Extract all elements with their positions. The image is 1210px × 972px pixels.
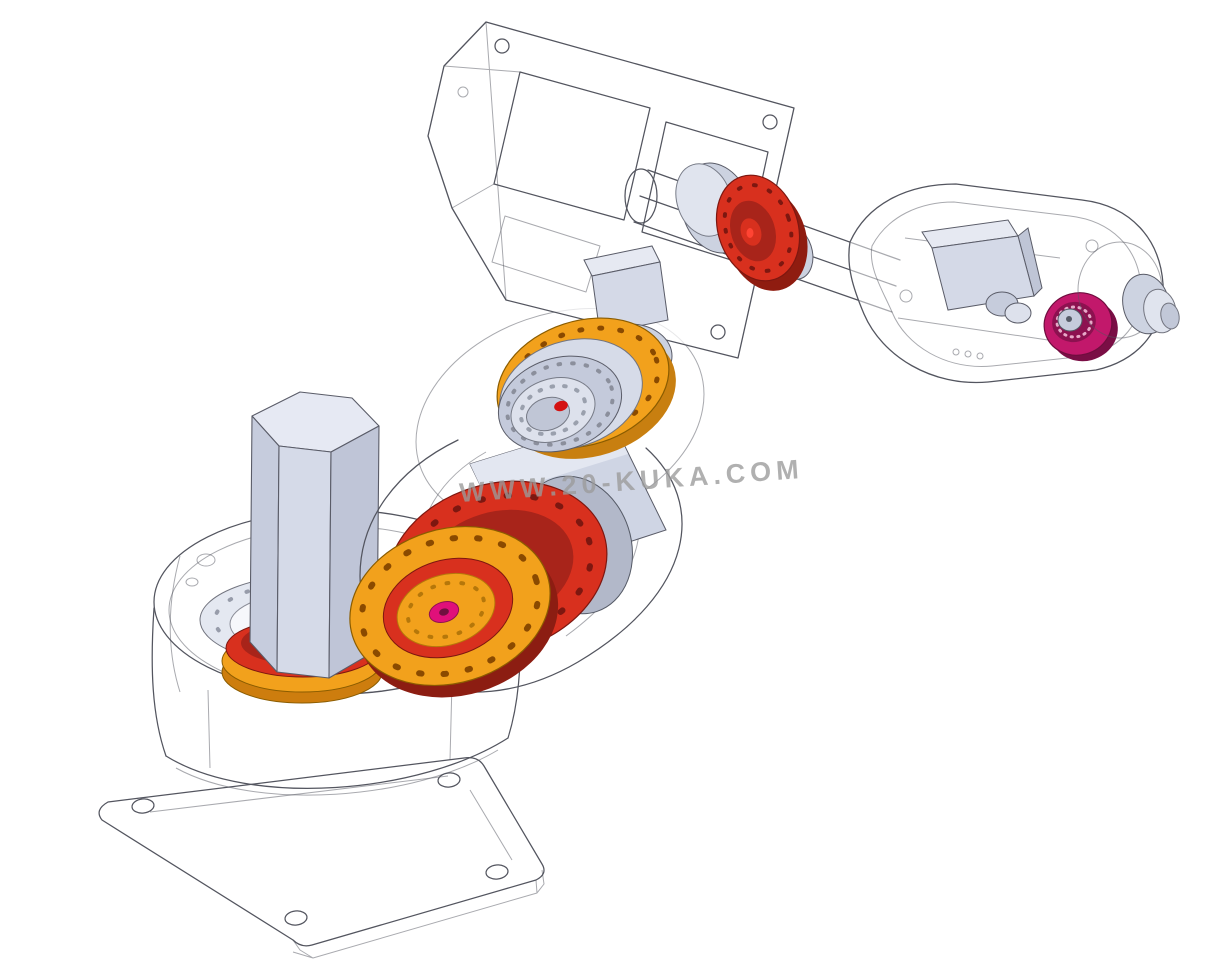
bolt-circle <box>505 361 615 447</box>
upper-arm-frame <box>427 21 795 359</box>
bolt-circle <box>518 383 588 437</box>
gear-teeth <box>1055 305 1093 339</box>
hexagonal-column <box>249 391 380 679</box>
arm-motor <box>583 245 669 335</box>
elbow-reducer <box>496 317 676 459</box>
axis3-reducer <box>675 162 814 291</box>
wrist-motor <box>921 219 1043 324</box>
wrist-flange <box>1077 241 1180 339</box>
bolt-circle <box>405 580 487 640</box>
wrist-bevel-gear <box>1043 292 1118 362</box>
bolt-circle <box>722 183 794 273</box>
bolt-circle <box>358 534 542 678</box>
base-plate <box>98 757 545 959</box>
axis2-reducer <box>349 480 608 698</box>
